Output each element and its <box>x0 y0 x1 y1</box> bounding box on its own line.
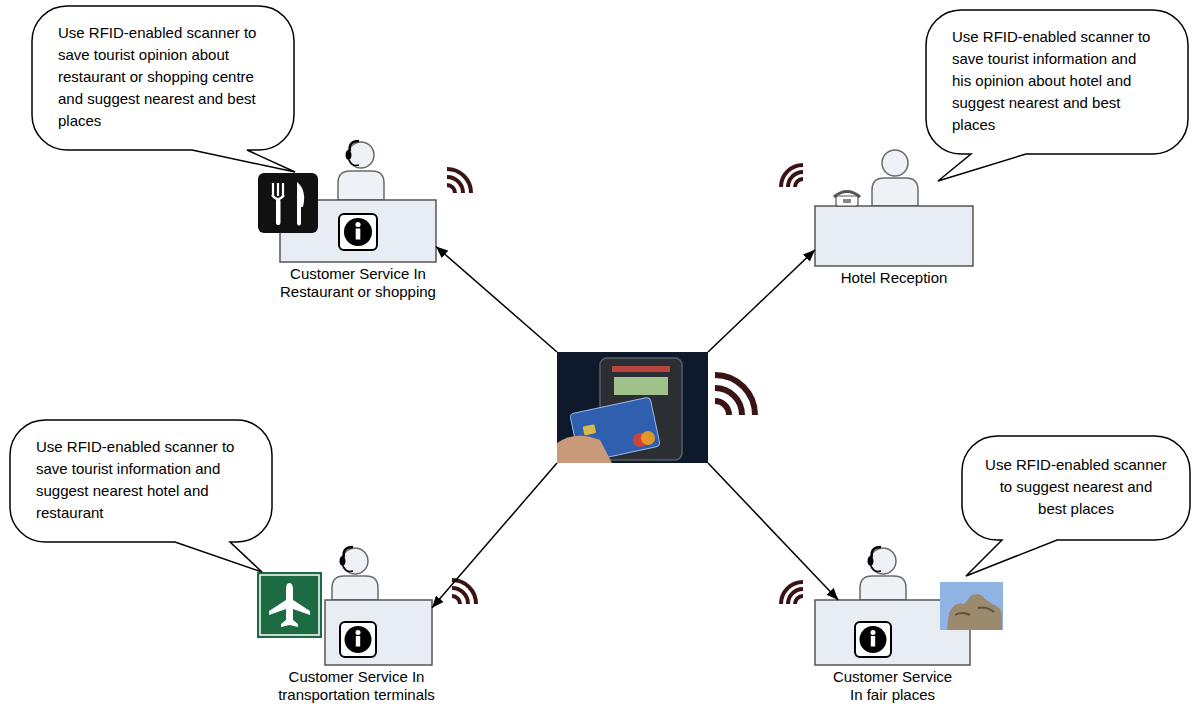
callout-bubble: Use RFID-enabled scanner to save tourist… <box>32 6 294 150</box>
callout-bubble: Use RFID-enabled scanner to save tourist… <box>10 420 272 542</box>
service-desk: Customer Service In transportation termi… <box>325 600 432 665</box>
person-body <box>860 576 906 600</box>
statue-shape <box>947 594 1002 630</box>
statue-detail <box>955 608 994 616</box>
airport-icon <box>257 572 322 638</box>
info-icon-disc <box>344 218 372 246</box>
desk-caption: Customer Service In Restaurant or shoppi… <box>268 265 448 301</box>
wireless-waves <box>781 165 803 187</box>
fork-handle <box>276 199 281 225</box>
reader-screen <box>614 377 668 395</box>
person-body <box>872 178 918 206</box>
desk-caption: Customer Service In transportation termi… <box>257 668 457 704</box>
callout-bubble: Use RFID-enabled scanner to save tourist… <box>926 10 1188 154</box>
phone-base <box>836 196 858 206</box>
info-icon-disc <box>345 626 372 653</box>
airport-icon-frame <box>260 575 319 635</box>
info-icon-stem <box>356 229 361 240</box>
headset-band <box>872 547 881 557</box>
wireless-waves <box>715 375 755 415</box>
info-icon-dot <box>355 222 360 227</box>
knife-symbol <box>297 182 304 226</box>
info-icon-stem <box>356 636 360 647</box>
info-icon-dot <box>871 630 876 635</box>
headset-ear <box>868 556 874 566</box>
callout-bubble-shape <box>926 10 1188 181</box>
arrow-connector <box>708 463 838 600</box>
arrow-connector <box>436 247 557 353</box>
rfid-reader <box>557 352 708 463</box>
callout-bubble-shape <box>962 436 1190 576</box>
plane-symbol <box>269 583 310 627</box>
desk-shape <box>815 206 973 266</box>
callout-text: Use RFID-enabled scanner to save tourist… <box>952 26 1158 136</box>
wireless-waves <box>447 169 471 193</box>
info-icon <box>855 622 891 657</box>
person-body <box>332 576 378 600</box>
monument-photo <box>940 582 1003 630</box>
restaurant-icon <box>258 173 318 233</box>
headset-band <box>350 141 359 151</box>
callout-bubble-shape <box>10 420 272 572</box>
person-head <box>870 548 896 574</box>
headset-ear <box>340 556 346 566</box>
service-desk: Customer Service In fair places <box>815 600 970 665</box>
callout-text: Use RFID-enabled scanner to suggest near… <box>984 454 1168 520</box>
hand <box>557 436 612 463</box>
callout-text: Use RFID-enabled scanner to save tourist… <box>36 436 242 524</box>
desk-caption: Customer Service In fair places <box>793 668 993 704</box>
info-icon-stem <box>871 636 875 647</box>
headset-mic <box>871 566 881 571</box>
arrow-connector <box>432 463 557 608</box>
headset-mic <box>343 566 353 571</box>
headset-mic <box>349 160 359 165</box>
desk-shape <box>325 600 432 665</box>
card-reader-photo <box>557 352 708 463</box>
desk-caption: Hotel Reception <box>794 269 994 287</box>
wireless-waves <box>781 582 803 604</box>
arrow-connector <box>708 250 815 352</box>
callout-bubble: Use RFID-enabled scanner to suggest near… <box>962 436 1190 540</box>
card-chip <box>583 424 597 435</box>
person-head <box>342 548 368 574</box>
info-icon-disc <box>860 626 887 653</box>
reader-logos <box>612 366 670 372</box>
headset-band <box>344 547 353 557</box>
info-icon-dot <box>356 630 361 635</box>
phone-keys <box>843 199 851 203</box>
headset-ear <box>346 150 352 160</box>
card-logo <box>641 431 655 445</box>
person-body <box>338 171 384 200</box>
reception-desk: Hotel Reception <box>815 206 973 266</box>
info-icon <box>340 622 376 657</box>
callout-bubble-shape <box>32 6 295 172</box>
info-icon <box>339 214 377 250</box>
person-head <box>348 142 374 168</box>
callout-text: Use RFID-enabled scanner to save tourist… <box>58 22 264 132</box>
fork-symbol <box>272 183 284 199</box>
person-head <box>882 150 908 176</box>
wireless-waves <box>452 580 476 604</box>
service-desk: Customer Service In Restaurant or shoppi… <box>280 200 436 262</box>
